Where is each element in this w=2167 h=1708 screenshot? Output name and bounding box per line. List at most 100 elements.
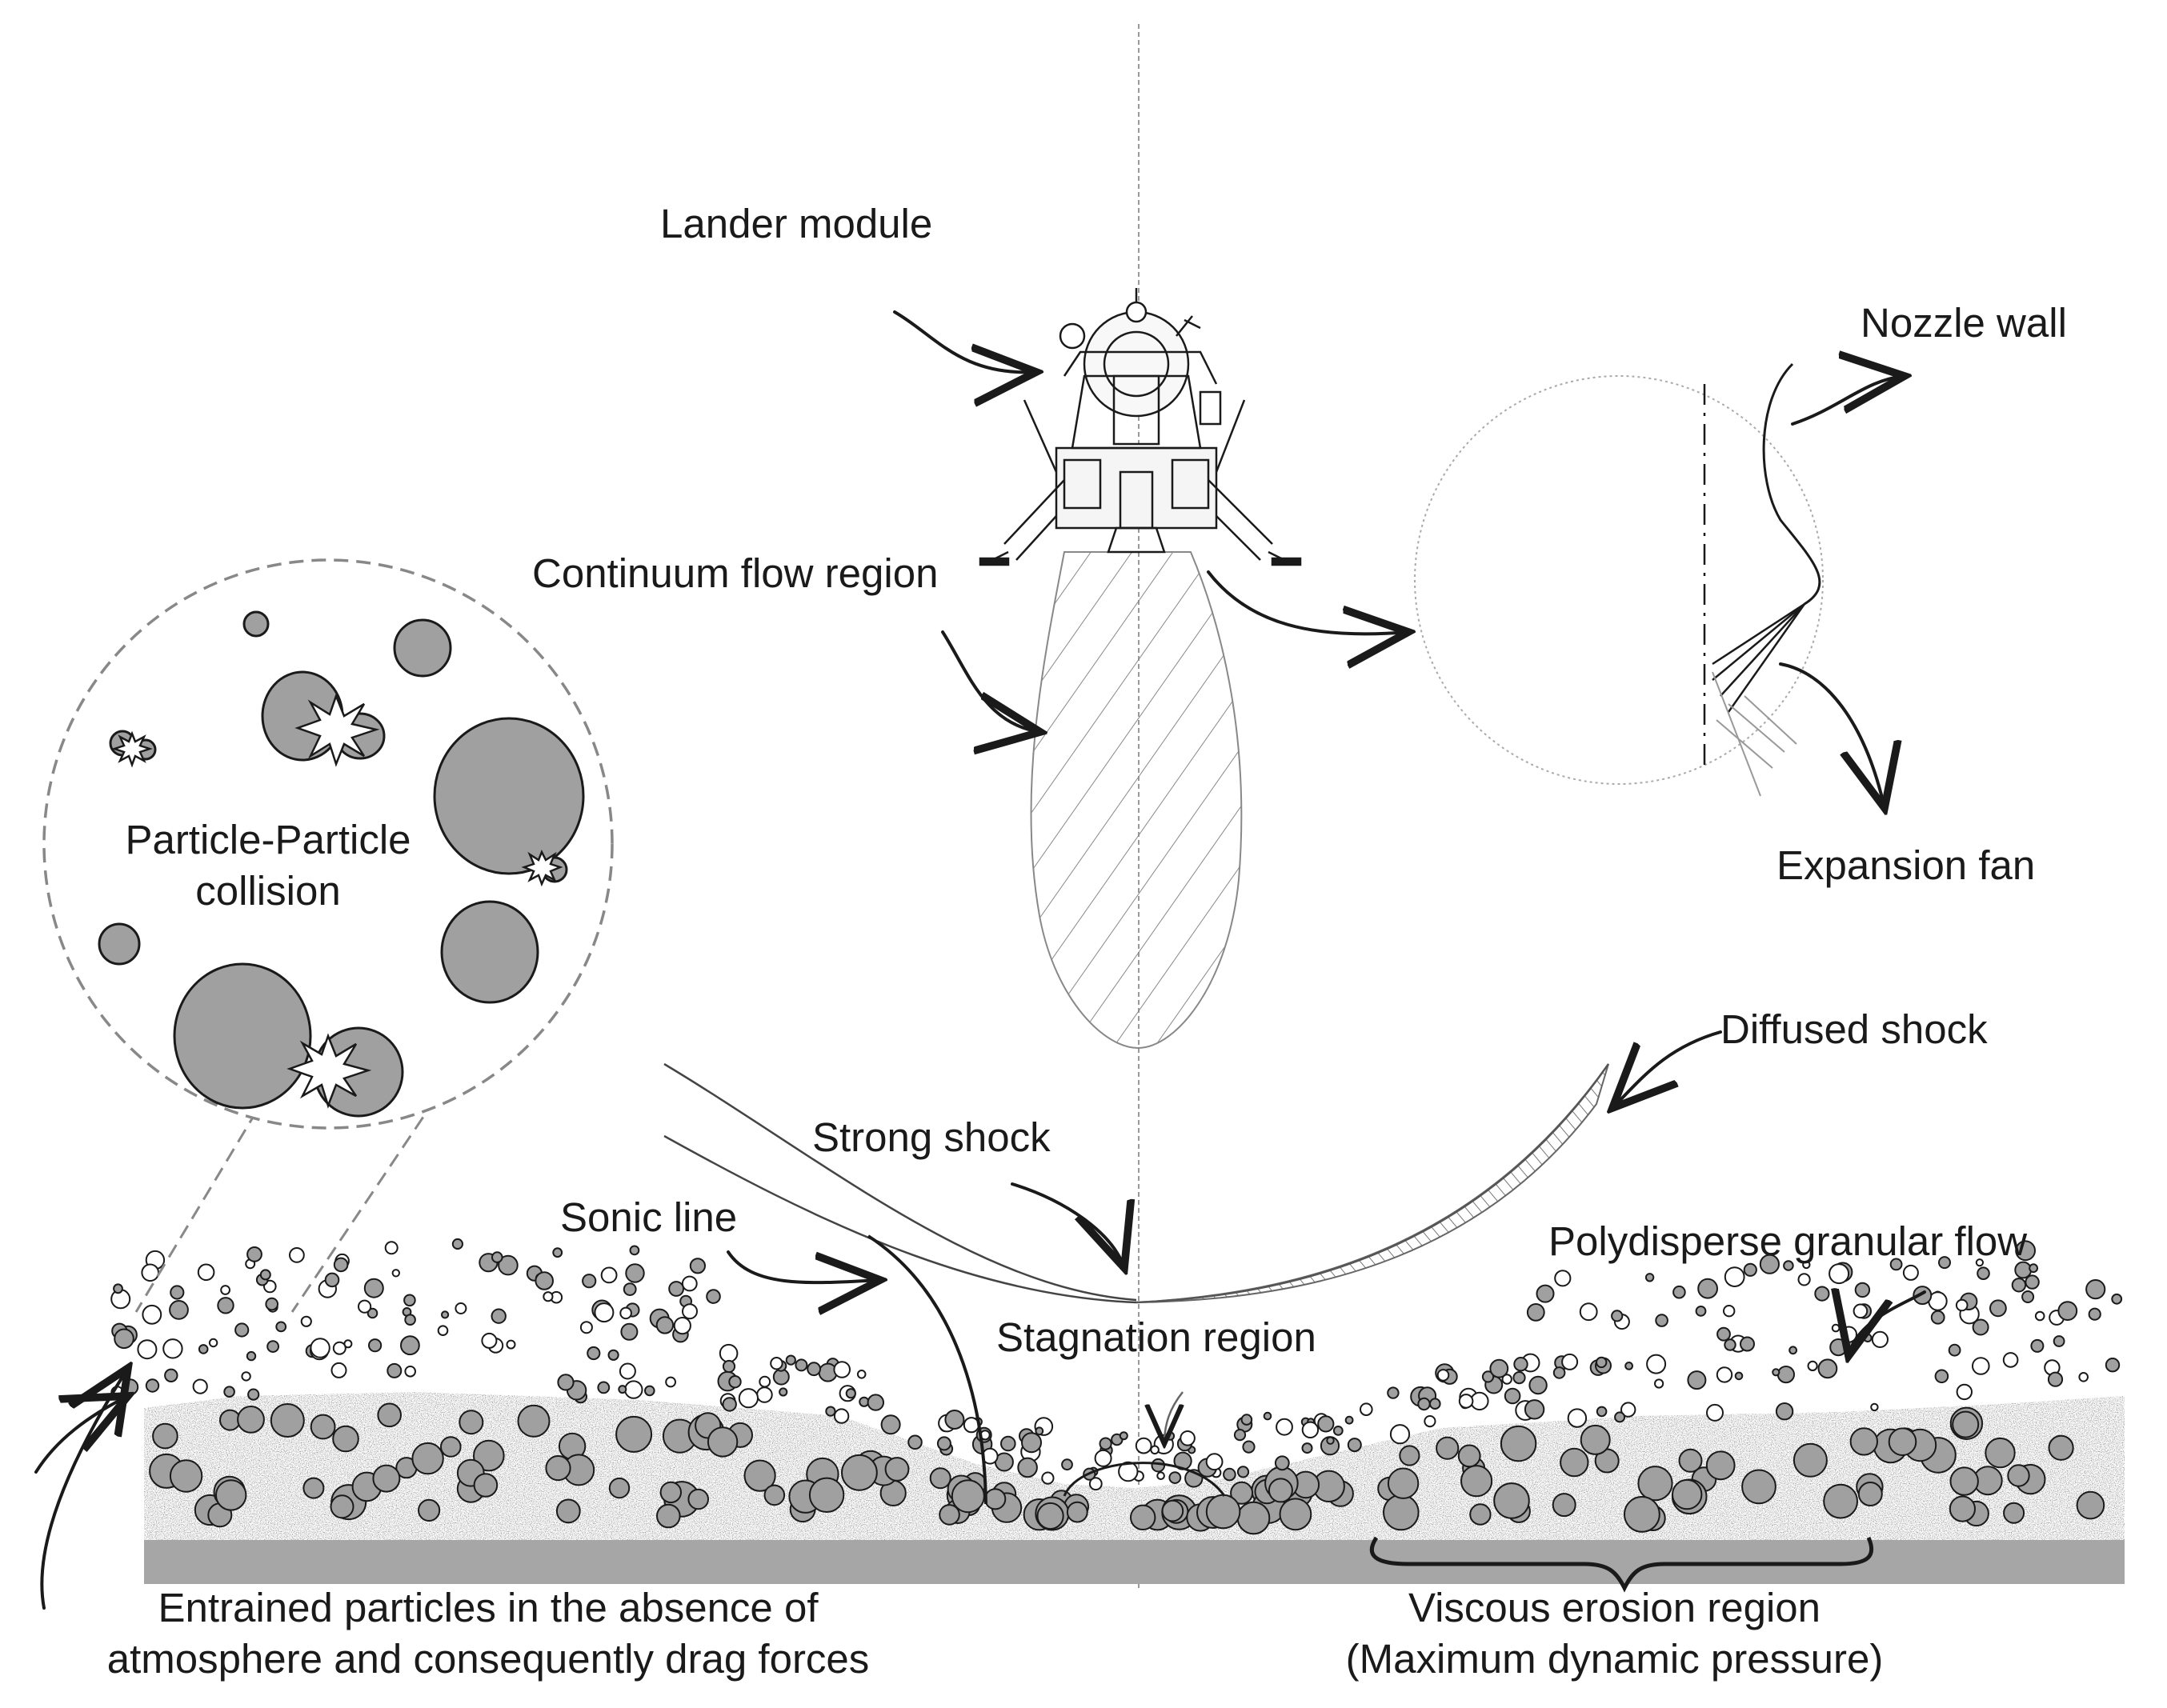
granular-particle	[719, 1343, 739, 1363]
granular-particle	[1500, 1425, 1537, 1462]
granular-particle	[951, 1479, 985, 1514]
granular-particle	[1274, 1455, 1290, 1471]
granular-particle	[1596, 1406, 1608, 1418]
granular-particle	[1759, 1254, 1780, 1274]
granular-particle	[400, 1335, 420, 1356]
granular-particle	[1930, 1310, 1945, 1325]
granular-particle	[310, 1338, 330, 1358]
granular-particle	[728, 1375, 742, 1389]
granular-particle	[625, 1263, 645, 1283]
granular-particle	[1512, 1371, 1526, 1385]
granular-particle	[332, 1341, 346, 1355]
granular-particle	[1567, 1408, 1588, 1428]
granular-particle	[2057, 1301, 2078, 1321]
granular-particle	[759, 1375, 771, 1388]
granular-particle	[403, 1294, 416, 1307]
granular-particle	[169, 1459, 203, 1493]
granular-particle	[1687, 1370, 1707, 1390]
granular-particle	[1853, 1303, 1869, 1319]
granular-particle	[1481, 1370, 1495, 1383]
granular-particle	[1560, 1447, 1589, 1478]
granular-particle	[668, 1281, 684, 1297]
granular-particle	[1301, 1442, 1313, 1454]
granular-particle	[473, 1473, 499, 1498]
granular-particle	[170, 1285, 185, 1300]
granular-particle	[1489, 1358, 1509, 1378]
granular-particle	[907, 1434, 923, 1450]
granular-particle	[594, 1302, 615, 1323]
granular-particle	[2053, 1335, 2065, 1347]
granular-particle	[1561, 1353, 1579, 1370]
granular-particle	[1135, 1437, 1152, 1454]
granular-particle	[1955, 1298, 1969, 1312]
granular-particle	[673, 1317, 691, 1335]
granular-particle	[1493, 1482, 1530, 1519]
label-expansion-fan: Expansion fan	[1776, 842, 2036, 888]
granular-particle	[1580, 1424, 1611, 1455]
granular-particle	[785, 1354, 796, 1366]
granular-particle	[607, 1349, 619, 1361]
granular-particle	[936, 1436, 951, 1451]
granular-particle	[1180, 1430, 1196, 1446]
label-viscous-erosion: Viscous erosion region (Maximum dynamic …	[1288, 1582, 1941, 1685]
granular-particle	[1870, 1402, 1879, 1412]
granular-particle	[241, 1371, 251, 1382]
granular-particle	[1985, 1437, 2016, 1469]
arrow-sonic-line	[727, 1250, 880, 1282]
granular-particle	[655, 1316, 675, 1334]
granular-particle	[404, 1366, 417, 1378]
granular-particle	[440, 1436, 462, 1458]
granular-particle	[1094, 1449, 1112, 1467]
granular-particle	[1552, 1366, 1566, 1379]
granular-particle	[841, 1454, 878, 1491]
granular-particle	[1956, 1383, 1973, 1401]
granular-particle	[1389, 1424, 1411, 1445]
granular-particle	[743, 1459, 776, 1492]
granular-particle	[1788, 1346, 1798, 1355]
granular-particle	[1513, 1357, 1528, 1372]
granular-particle	[2078, 1372, 2089, 1382]
granular-particle	[197, 1263, 215, 1282]
granular-particle	[1776, 1366, 1795, 1384]
granular-particle	[1829, 1263, 1850, 1285]
granular-particle	[535, 1271, 555, 1290]
granular-particle	[384, 1241, 399, 1255]
granular-particle	[169, 1300, 189, 1320]
label-sonic-line: Sonic line	[560, 1194, 738, 1240]
granular-particle	[597, 1381, 611, 1394]
granular-particle	[237, 1406, 265, 1434]
granular-particle	[1066, 1501, 1088, 1523]
granular-particle	[1017, 1457, 1038, 1478]
arrow-continuum-flow	[941, 630, 1040, 732]
label-stagnation-region: Stagnation region	[996, 1314, 1316, 1360]
granular-particle	[618, 1385, 627, 1394]
granular-particle	[1952, 1410, 1980, 1438]
granular-particle	[867, 1394, 885, 1411]
granular-particle	[659, 1481, 682, 1504]
granular-particle	[1469, 1503, 1492, 1526]
granular-particle	[1792, 1442, 1828, 1478]
granular-particle	[2003, 1502, 2025, 1524]
granular-particle	[2007, 1464, 2030, 1487]
granular-particle	[1041, 1471, 1055, 1485]
granular-particle	[1624, 1362, 1633, 1370]
granular-particle	[1817, 1358, 1838, 1379]
granular-particle	[1579, 1302, 1598, 1322]
label-polydisperse-granular-flow: Polydisperse granular flow	[1548, 1218, 2028, 1264]
granular-particle	[1301, 1421, 1320, 1439]
granular-particle	[1552, 1493, 1576, 1518]
granular-particle	[1716, 1326, 1731, 1342]
granular-particle	[1975, 1258, 1984, 1267]
granular-particle	[437, 1325, 449, 1336]
granular-particle	[1678, 1448, 1703, 1473]
granular-particle	[506, 1339, 516, 1350]
granular-particle	[1948, 1343, 1961, 1357]
granular-particle	[1504, 1387, 1521, 1405]
granular-particle	[587, 1346, 601, 1361]
granular-particle	[1276, 1418, 1293, 1436]
granular-particle	[2025, 1274, 2040, 1290]
granular-particle	[2034, 1310, 2045, 1322]
leader-arrows	[34, 310, 1926, 1610]
granular-particle	[517, 1404, 551, 1438]
